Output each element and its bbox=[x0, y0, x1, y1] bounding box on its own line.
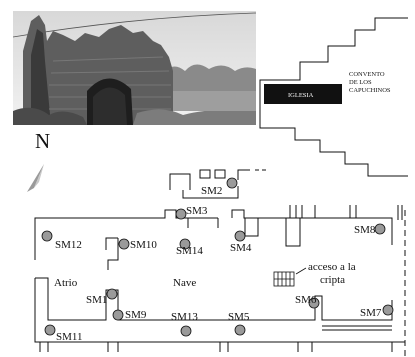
ruin-photo-icon bbox=[13, 11, 256, 125]
nave-label: Nave bbox=[173, 277, 196, 289]
crypt-label-line-2: cripta bbox=[320, 274, 345, 286]
church-ruin-photo bbox=[13, 11, 256, 125]
sampling-point-marker-sm7 bbox=[382, 304, 394, 316]
sampling-point-label-sm10: SM10 bbox=[130, 239, 157, 251]
north-arrow-icon bbox=[27, 164, 44, 192]
sampling-point-marker-sm13 bbox=[180, 325, 192, 337]
sampling-point-marker-sm8 bbox=[374, 223, 386, 235]
sampling-point-marker-sm2 bbox=[226, 177, 238, 189]
sampling-point-label-sm1: SM1 bbox=[86, 294, 107, 306]
sampling-point-marker-sm9 bbox=[112, 309, 124, 321]
sampling-point-marker-sm10 bbox=[118, 238, 130, 250]
sampling-point-marker-sm11 bbox=[44, 324, 56, 336]
sampling-point-label-sm6: SM6 bbox=[295, 294, 317, 306]
sampling-point-label-sm9: SM9 bbox=[125, 309, 147, 321]
floor-plan-walls bbox=[34, 169, 406, 357]
crypt-grid-icon bbox=[273, 271, 295, 287]
sampling-point-label-sm4: SM4 bbox=[230, 242, 252, 254]
convent-label-line-2: DE LOS bbox=[349, 79, 372, 86]
church-label: IGLESIA bbox=[288, 92, 314, 99]
crypt-label-line-1: acceso a la bbox=[308, 261, 356, 273]
sampling-point-label-sm5: SM5 bbox=[228, 311, 250, 323]
convent-label-line-3: CAPUCHINOS bbox=[349, 87, 391, 94]
sampling-point-label-sm11: SM11 bbox=[56, 331, 83, 343]
crypt-pointer bbox=[295, 267, 307, 275]
convent-label-line-1: CONVENTO bbox=[349, 71, 385, 78]
sampling-point-marker-sm4 bbox=[234, 230, 246, 242]
north-label: N bbox=[35, 129, 50, 153]
sampling-point-label-sm2: SM2 bbox=[201, 185, 222, 197]
sampling-point-label-sm14: SM14 bbox=[176, 245, 203, 257]
site-plan bbox=[259, 17, 408, 177]
sampling-point-label-sm12: SM12 bbox=[55, 239, 82, 251]
sampling-point-marker-sm12 bbox=[41, 230, 53, 242]
sampling-point-label-sm7: SM7 bbox=[360, 307, 382, 319]
church-block bbox=[264, 84, 342, 104]
sampling-point-label-sm13: SM13 bbox=[171, 311, 198, 323]
sampling-point-marker-sm5 bbox=[234, 324, 246, 336]
sampling-point-label-sm3: SM3 bbox=[186, 205, 208, 217]
sampling-point-label-sm8: SM8 bbox=[354, 224, 376, 236]
sampling-point-marker-sm3 bbox=[175, 208, 187, 220]
sampling-point-marker-sm6 bbox=[308, 297, 320, 309]
sampling-point-marker-sm1 bbox=[106, 288, 118, 300]
sampling-point-marker-sm14 bbox=[179, 238, 191, 250]
atrio-label: Atrio bbox=[54, 277, 78, 289]
